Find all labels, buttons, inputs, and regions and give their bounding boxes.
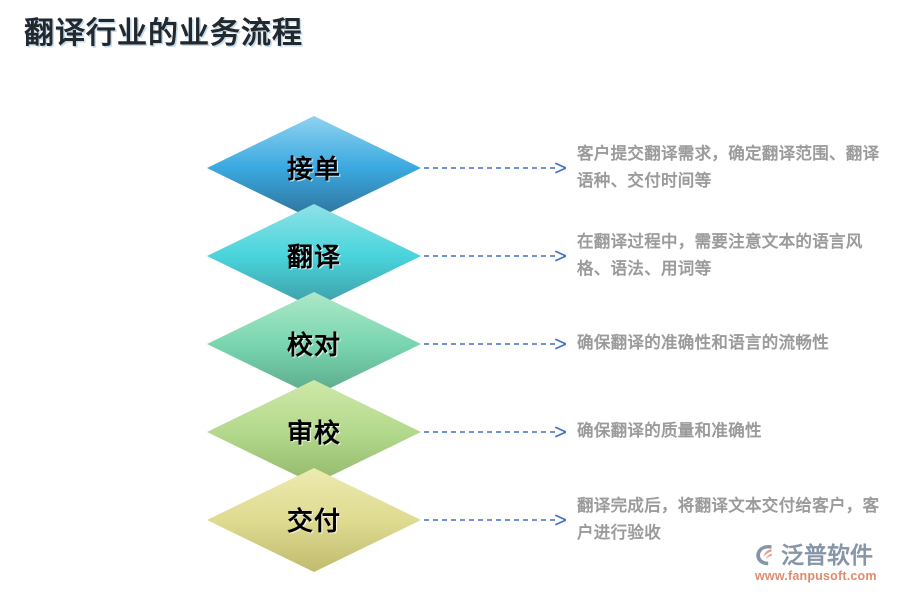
diamond-facet-top xyxy=(207,468,421,520)
logo-row: 泛普软件 xyxy=(752,542,892,568)
stage-annotation-4: 确保翻译的质量和准确性 xyxy=(577,422,762,440)
diamond-facet-top xyxy=(207,292,421,344)
stage-annotation-5: 翻译完成后，将翻译文本交付给客户，客户进行验收 xyxy=(577,497,880,542)
diamond-shape xyxy=(207,468,421,572)
brand-logo: 泛普软件 www.fanpusoft.com xyxy=(752,542,892,594)
connector-arrow-5 xyxy=(424,513,566,527)
diamond-facet-top xyxy=(207,116,421,168)
logo-wordmark: 泛普软件 xyxy=(781,542,873,568)
funnel-stage-5[interactable]: 交付 xyxy=(207,468,421,572)
stage-annotation-2: 在翻译过程中，需要注意文本的语言风格、语法、用词等 xyxy=(577,233,863,278)
connector-arrow-4 xyxy=(424,425,566,439)
fanpu-logo-icon xyxy=(752,542,778,568)
diamond-facet-top xyxy=(207,380,421,432)
connector-arrow-3 xyxy=(424,337,566,351)
diamond-facet-bottom xyxy=(207,520,421,572)
stage-annotation-1: 客户提交翻译需求，确定翻译范围、翻译语种、交付时间等 xyxy=(577,145,880,190)
page-title: 翻译行业的业务流程 xyxy=(24,17,303,50)
connector-arrow-2 xyxy=(424,249,566,263)
connector-arrow-1 xyxy=(424,161,566,175)
diamond-facet-top xyxy=(207,204,421,256)
stage-annotation-3: 确保翻译的准确性和语言的流畅性 xyxy=(577,334,829,352)
logo-url: www.fanpusoft.com xyxy=(755,569,877,583)
